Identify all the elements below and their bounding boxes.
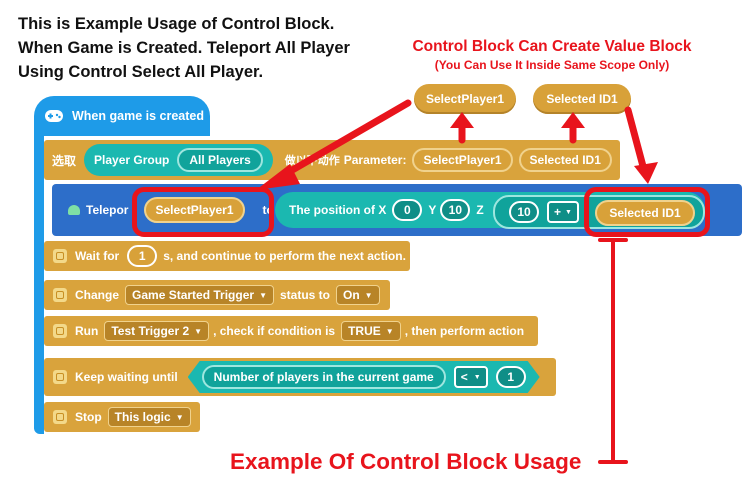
teleport-to-label: to <box>262 203 274 217</box>
keep-waiting-block[interactable]: Keep waiting until Number of players in … <box>44 358 556 396</box>
value-block-label: Selected ID1 <box>546 92 618 106</box>
change-trigger-block[interactable]: Change Game Started Trigger ▼ status to O… <box>44 280 390 310</box>
event-block-when-game-created[interactable]: When game is created <box>34 96 210 136</box>
stop-prefix: Stop <box>75 410 102 424</box>
control-block-title: Control Block Can Create Value Block <box>412 38 692 55</box>
player-count-block[interactable]: Number of players in the current game <box>201 365 446 389</box>
run-trigger-block[interactable]: Run Test Trigger 2 ▼ , check if condition… <box>44 316 538 346</box>
wait-prefix: Wait for <box>75 249 120 263</box>
status-dropdown-label: On <box>343 288 360 302</box>
control-block-subtitle: (You Can Use It Inside Same Scope Only) <box>434 58 670 72</box>
position-x-input[interactable]: 0 <box>392 199 423 221</box>
all-players-dropdown[interactable]: All Players <box>177 148 263 172</box>
action-icon <box>53 410 67 424</box>
stop-target-dropdown[interactable]: This logic ▼ <box>107 407 191 427</box>
compare-operator-dropdown[interactable]: <▼ <box>453 366 488 388</box>
arrowhead-down <box>634 162 658 184</box>
stop-block[interactable]: Stop This logic ▼ <box>44 402 200 432</box>
highlight-z-value <box>584 187 710 237</box>
trigger-dropdown[interactable]: Game Started Trigger ▼ <box>125 285 274 305</box>
intro-line-1: This is Example Usage of Control Block. <box>18 15 335 33</box>
parameter-selectplayer1[interactable]: SelectPlayer1 <box>412 148 513 172</box>
run-middle: , check if condition is <box>213 324 336 338</box>
position-y-label: Y <box>428 203 437 217</box>
status-dropdown[interactable]: On ▼ <box>336 285 380 305</box>
stop-target-label: This logic <box>114 410 171 424</box>
event-block-spine <box>34 134 44 434</box>
highlight-teleport-player <box>132 187 274 237</box>
usage-title: Example Of Control Block Usage <box>230 449 582 474</box>
teleport-icon <box>68 205 80 215</box>
change-prefix: Change <box>75 288 120 302</box>
dropdown-caret-icon: ▼ <box>259 290 267 300</box>
action-icon <box>53 288 67 302</box>
condition-dropdown[interactable]: TRUE ▼ <box>341 321 401 341</box>
position-x-label: The position of X <box>289 203 387 217</box>
arrowhead-diagonal <box>256 164 300 190</box>
arrow-shaft-down <box>624 106 648 174</box>
teleport-block-content: Telepor SelectPlayer1 to <box>68 192 274 228</box>
action-icon <box>53 324 67 338</box>
compare-value-input[interactable]: 1 <box>495 366 526 388</box>
change-middle: status to <box>279 288 330 302</box>
intro-line-3: Using Control Select All Player. <box>18 63 264 81</box>
compare-operator-label: < <box>460 370 468 384</box>
action-icon <box>53 249 67 263</box>
dropdown-caret-icon: ▼ <box>473 373 481 381</box>
event-block-label: When game is created <box>72 109 204 123</box>
arrowhead-up-1 <box>450 112 474 128</box>
z-value-selected-id1[interactable]: Selected ID1 <box>595 200 695 226</box>
wait-block[interactable]: Wait for 1 s, and continue to perform th… <box>44 241 410 271</box>
value-block-selectplayer1[interactable]: SelectPlayer1 <box>414 84 516 114</box>
parameter-selected-id1[interactable]: Selected ID1 <box>518 148 612 172</box>
dropdown-caret-icon: ▼ <box>385 326 394 336</box>
trigger-dropdown-label: Game Started Trigger <box>132 288 255 302</box>
value-block-selected-id1[interactable]: Selected ID1 <box>533 84 631 114</box>
z-number-input[interactable]: 10 <box>509 201 539 223</box>
player-group-label: Player Group <box>94 153 170 167</box>
run-prefix: Run <box>75 324 99 338</box>
teleport-label: Telepor <box>86 203 129 217</box>
intro-line-2: When Game is Created. Teleport All Playe… <box>18 39 350 57</box>
position-y-input[interactable]: 10 <box>440 199 471 221</box>
dropdown-caret-icon: ▼ <box>194 326 203 336</box>
keep-prefix: Keep waiting until <box>75 370 178 384</box>
dropdown-caret-icon: ▼ <box>364 290 373 300</box>
position-z-label: Z <box>476 203 484 217</box>
run-trigger-label: Test Trigger 2 <box>111 324 190 338</box>
compare-block[interactable]: Number of players in the current game <▼… <box>187 361 540 393</box>
z-operator-label: + <box>554 205 562 219</box>
action-icon <box>53 370 67 384</box>
run-suffix: , then perform action <box>404 324 525 338</box>
select-label: 选取 <box>52 153 77 168</box>
condition-label: TRUE <box>348 324 381 338</box>
wait-seconds-input[interactable]: 1 <box>127 245 158 267</box>
dropdown-caret-icon: ▼ <box>565 208 572 216</box>
teleport-player-slot[interactable]: SelectPlayer1 <box>144 197 245 223</box>
intro-text: This is Example Usage of Control Block. … <box>18 12 388 84</box>
arrowhead-up-2 <box>561 112 585 128</box>
run-trigger-dropdown[interactable]: Test Trigger 2 ▼ <box>104 321 210 341</box>
value-block-label: SelectPlayer1 <box>425 92 505 106</box>
gamepad-icon <box>44 109 64 123</box>
parameter-label: Parameter: <box>343 153 407 167</box>
z-operator-dropdown[interactable]: +▼ <box>547 201 579 223</box>
dropdown-caret-icon: ▼ <box>175 412 184 422</box>
player-group-block[interactable]: Player Group All Players <box>84 144 273 176</box>
wait-suffix: s, and continue to perform the next acti… <box>163 249 406 263</box>
arrow-shaft-diagonal <box>278 99 412 180</box>
